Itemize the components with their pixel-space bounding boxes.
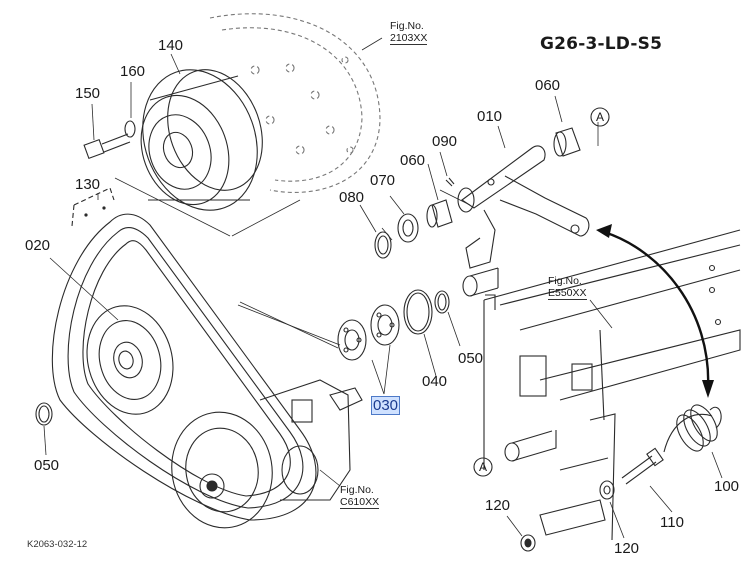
washer-070 xyxy=(397,213,419,243)
fig-number[interactable]: E550XX xyxy=(548,287,587,300)
reference-marker-a-bottom: A xyxy=(478,460,487,474)
snap-ring-040 xyxy=(403,289,433,335)
part-label-060-left[interactable]: 060 xyxy=(400,152,426,169)
part-label-080[interactable]: 080 xyxy=(339,189,365,206)
part-label-100[interactable]: 100 xyxy=(714,478,740,495)
bearing-030-b xyxy=(370,304,400,346)
pivot-shaft xyxy=(504,430,557,462)
part-label-090[interactable]: 090 xyxy=(432,133,458,150)
fig-number[interactable]: 2103XX xyxy=(390,32,428,45)
washer-080 xyxy=(374,231,392,259)
assembly-arrow xyxy=(596,224,714,398)
fig-caption: Fig.No. xyxy=(390,20,424,32)
v-belt-020 xyxy=(51,213,317,521)
selected-part-highlight[interactable]: 030 xyxy=(370,396,401,415)
fig-ref-2103[interactable]: Fig.No. 2103XX xyxy=(390,20,428,45)
snap-ring-050-left xyxy=(35,402,53,426)
tension-arm-010 xyxy=(457,145,590,297)
washer-160 xyxy=(124,120,136,138)
diagram-title: G26-3-LD-S5 xyxy=(540,34,663,54)
part-label-160[interactable]: 160 xyxy=(120,63,146,80)
bolt-110 xyxy=(621,447,664,485)
fig-ref-e550[interactable]: Fig.No. E550XX xyxy=(548,275,587,300)
fig-caption: Fig.No. xyxy=(340,484,374,496)
bushing-060-left xyxy=(426,199,453,228)
drive-pulley-140 xyxy=(140,69,263,211)
frame-e550 xyxy=(483,229,741,541)
leader-lines xyxy=(43,37,723,539)
assembly-lines xyxy=(114,177,471,349)
part-label-070[interactable]: 070 xyxy=(370,172,396,189)
part-label-120-left[interactable]: 120 xyxy=(485,497,511,514)
part-label-050-right[interactable]: 050 xyxy=(458,350,484,367)
part-label-060-right[interactable]: 060 xyxy=(535,77,561,94)
part-label-050-left[interactable]: 050 xyxy=(34,457,60,474)
part-label-010[interactable]: 010 xyxy=(477,108,503,125)
fig-ref-c610[interactable]: Fig.No. C610XX xyxy=(340,484,380,509)
crank-pulley xyxy=(86,305,174,415)
part-label-020[interactable]: 020 xyxy=(25,237,51,254)
part-label-120-right[interactable]: 120 xyxy=(614,540,640,557)
part-label-040[interactable]: 040 xyxy=(422,373,448,390)
bearing-030-a xyxy=(337,319,367,361)
part-label-030[interactable]: 030 xyxy=(370,396,401,415)
pump-pulley xyxy=(171,411,273,529)
fig-number[interactable]: C610XX xyxy=(340,496,380,509)
fig-caption: Fig.No. xyxy=(548,275,582,287)
part-label-140[interactable]: 140 xyxy=(158,37,184,54)
nut-120-right xyxy=(599,480,615,500)
reference-circles xyxy=(473,107,610,477)
bushing-060-right xyxy=(553,127,581,157)
part-label-110[interactable]: 110 xyxy=(660,514,684,531)
grease-fitting-090 xyxy=(445,177,455,187)
part-label-130[interactable]: 130 xyxy=(75,176,101,193)
part-label-150[interactable]: 150 xyxy=(75,85,101,102)
nut-120-left xyxy=(520,534,536,552)
diagram-code: K2063-032-12 xyxy=(27,539,88,550)
hydraulic-pump xyxy=(259,379,363,501)
tension-spring-100 xyxy=(663,404,722,453)
bracket-130 xyxy=(71,187,115,227)
bolt-150 xyxy=(83,133,131,160)
snap-ring-050-right xyxy=(434,290,450,314)
reference-marker-a-top: A xyxy=(595,110,604,124)
flywheel-outline xyxy=(209,13,381,193)
